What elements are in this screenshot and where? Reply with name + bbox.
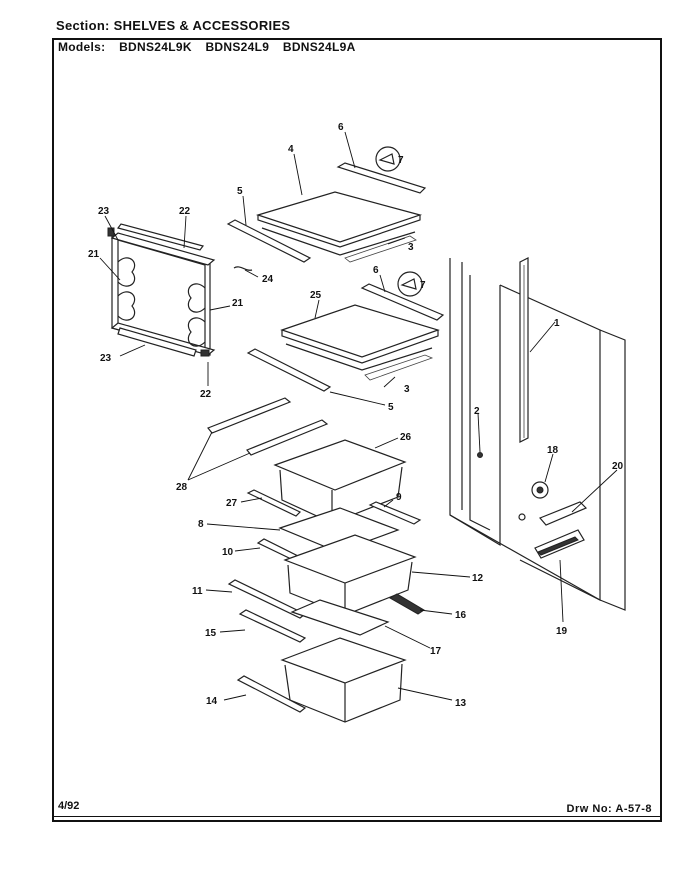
callout-21: 21 — [88, 249, 100, 260]
callout-7: 7 — [398, 155, 404, 166]
callout-17: 17 — [430, 646, 442, 657]
section-value: SHELVES & ACCESSORIES — [113, 18, 291, 33]
callout-16: 16 — [455, 610, 467, 621]
glass-shelf-middle — [233, 266, 445, 392]
callout-26: 26 — [400, 432, 412, 443]
callout-13: 13 — [455, 698, 467, 709]
callout-8: 8 — [198, 519, 204, 530]
leader-lines — [99, 131, 618, 701]
drawing-number: Drw No: A-57-8 — [567, 803, 652, 815]
model-number: BDNS24L9 — [205, 40, 270, 54]
callout-14: 14 — [206, 696, 218, 707]
callout-labels: 6 7 4 5 3 24 6 7 25 3 5 23 22 21 21 23 2… — [88, 122, 624, 709]
callout-5: 5 — [237, 186, 243, 197]
callout-1: 1 — [554, 318, 560, 329]
drawing-frame — [52, 38, 662, 822]
callout-27: 27 — [226, 498, 238, 509]
crisper-rails — [207, 397, 329, 456]
callout-11: 11 — [192, 586, 203, 597]
callout-28: 28 — [176, 482, 188, 493]
callout-12: 12 — [472, 573, 484, 584]
callout-9: 9 — [396, 492, 402, 503]
callout-6: 6 — [338, 122, 344, 133]
callout-5: 5 — [388, 402, 394, 413]
callout-21: 21 — [232, 298, 244, 309]
callout-15: 15 — [205, 628, 217, 639]
cabinet-liner — [449, 257, 626, 611]
section-title: Section: SHELVES & ACCESSORIES — [56, 18, 290, 33]
models-line: Models: BDNS24L9K BDNS24L9 BDNS24L9A — [58, 40, 366, 54]
models-label: Models: — [58, 40, 106, 54]
callout-3: 3 — [408, 242, 414, 253]
crisper-drawer-lower — [227, 534, 425, 643]
model-number: BDNS24L9A — [282, 40, 356, 54]
callout-3: 3 — [404, 384, 410, 395]
callout-2: 2 — [474, 406, 480, 417]
callout-25: 25 — [310, 290, 322, 301]
shelf-rack-assembly — [107, 223, 216, 357]
meat-pan — [236, 637, 407, 723]
drawing-number-value: A-57-8 — [615, 803, 652, 815]
callout-23: 23 — [100, 353, 112, 364]
callout-20: 20 — [612, 461, 624, 472]
callout-18: 18 — [547, 445, 559, 456]
callout-19: 19 — [556, 626, 568, 637]
callout-23: 23 — [98, 206, 110, 217]
callout-22: 22 — [200, 389, 212, 400]
callout-10: 10 — [222, 547, 234, 558]
callout-24: 24 — [262, 274, 274, 285]
drawing-number-label: Drw No: — [566, 803, 613, 815]
callout-6: 6 — [373, 265, 379, 276]
callout-22: 22 — [179, 206, 191, 217]
footer-divider — [52, 816, 662, 817]
model-number: BDNS24L9K — [119, 40, 192, 54]
glass-shelf-top — [226, 146, 427, 263]
callout-7: 7 — [420, 280, 426, 291]
callout-4: 4 — [288, 144, 294, 155]
section-label: Section: — [56, 18, 110, 33]
drawing-date: 4/92 — [58, 800, 80, 812]
